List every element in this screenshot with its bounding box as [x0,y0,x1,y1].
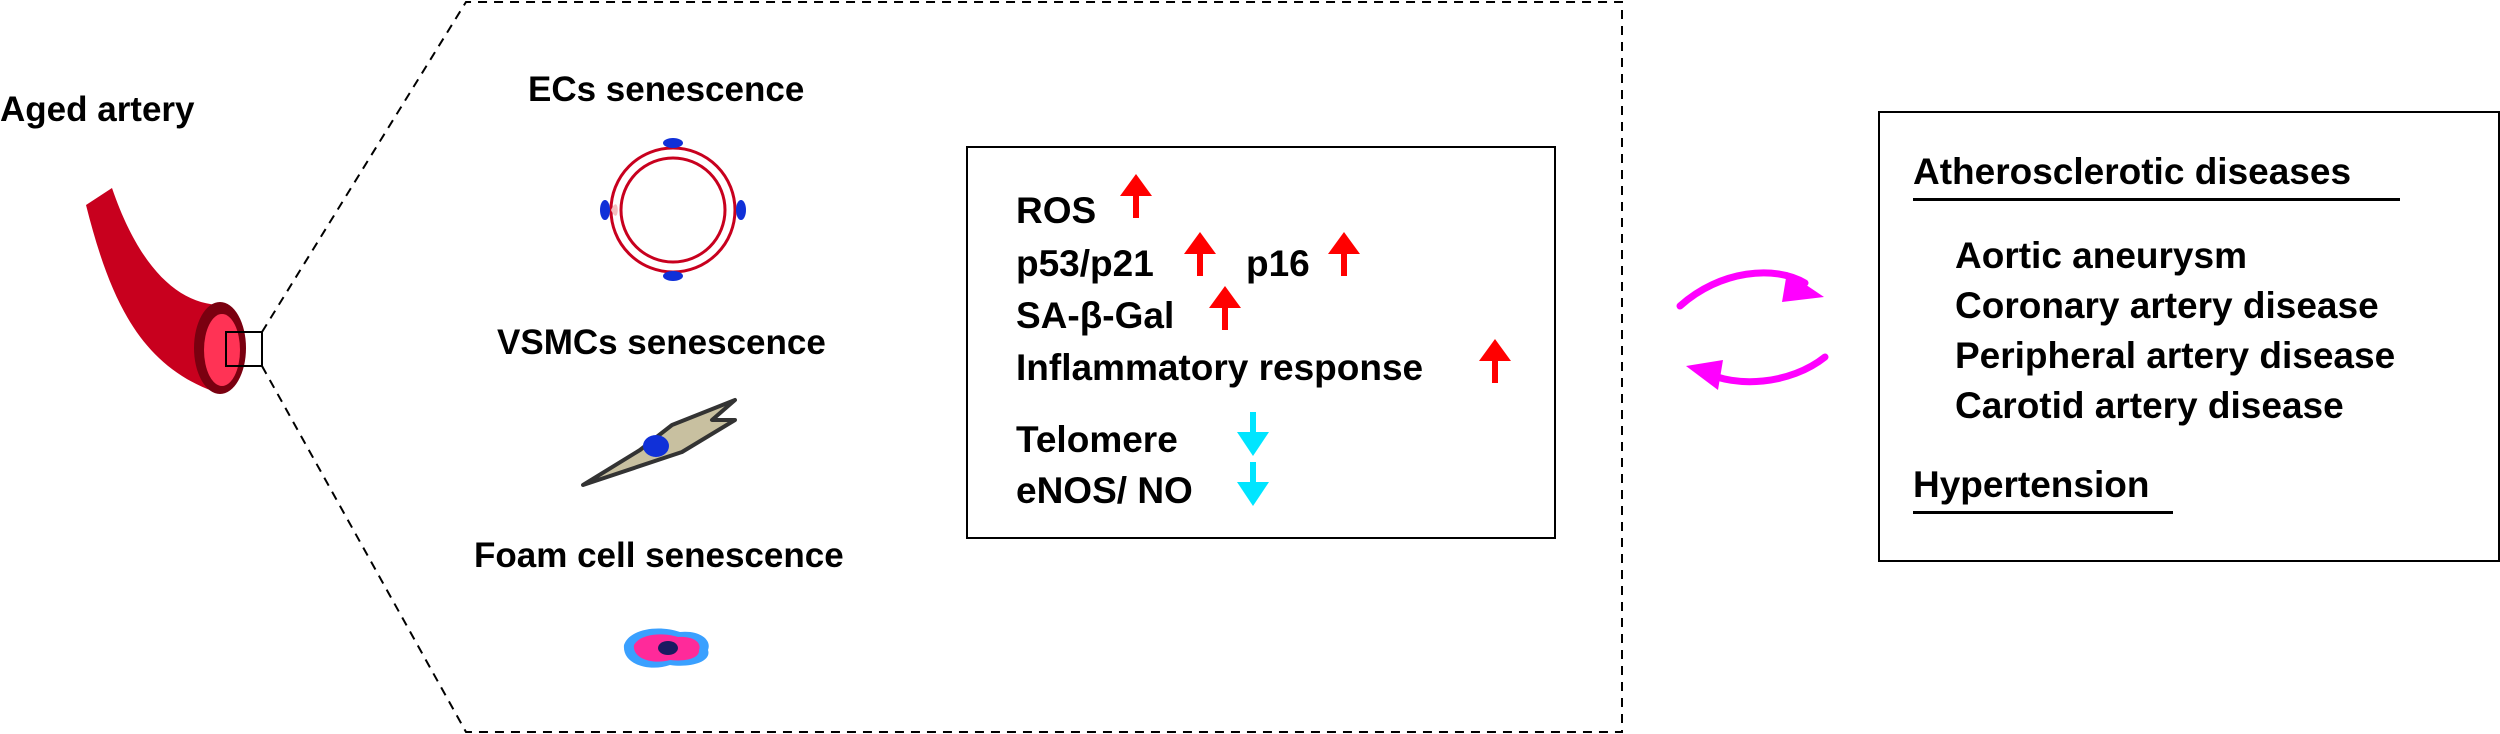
up-arrows [1120,174,1511,383]
disease-item: Coronary artery disease [1955,285,2379,326]
atherosclerotic-diseases-heading: Atherosclerotic diseases [1913,151,2352,192]
marker-telomere: Telomere [1016,419,1178,460]
forward-arrowhead-icon [1782,272,1824,302]
backward-cycle-arrow-icon [1701,353,1829,386]
disease-item: Aortic aneurysm [1955,235,2247,276]
zoom-callout-dashed [261,1,1623,733]
marker-inflammatory-response: Inflammatory response [1016,347,1424,388]
marker-sa-beta-gal: SA-β-Gal [1016,295,1175,336]
disease-item: Peripheral artery disease [1955,335,2396,376]
vsmc-illustration [581,398,737,487]
marker-p53-p21: p53/p21 [1016,243,1154,284]
inflammatory-up-arrow-icon [1479,339,1511,383]
aged-artery-label: Aged artery [0,90,195,129]
hypertension-heading: Hypertension [1913,464,2150,505]
ec-ring-illustration [600,138,746,281]
sabgal-up-arrow-icon [1209,286,1241,330]
aged-artery-illustration [86,188,246,394]
diseases-box [1878,111,2500,562]
hypertension-underline [1913,511,2173,514]
marker-p16: p16 [1246,243,1310,284]
p53p21-up-arrow-icon [1184,232,1216,276]
ros-up-arrow-icon [1120,174,1152,218]
enos-down-arrow-icon [1237,462,1269,506]
p16-up-arrow-icon [1328,232,1360,276]
vsmcs-senescence-label: VSMCs senescence [497,323,826,362]
marker-enos-no: eNOS/ NO [1016,470,1193,511]
foam-cell-senescence-label: Foam cell senescence [474,536,844,575]
markers-box [966,146,1556,539]
foam-cell-illustration [623,628,709,668]
backward-arrowhead-icon [1686,360,1723,390]
disease-item: Carotid artery disease [1955,385,2344,426]
heading-underline [1913,198,2400,201]
down-arrows [1237,412,1269,506]
zoom-square [225,331,263,367]
ecs-senescence-label: ECs senescence [528,70,805,109]
telomere-down-arrow-icon [1237,412,1269,456]
marker-ros: ROS [1016,190,1097,231]
